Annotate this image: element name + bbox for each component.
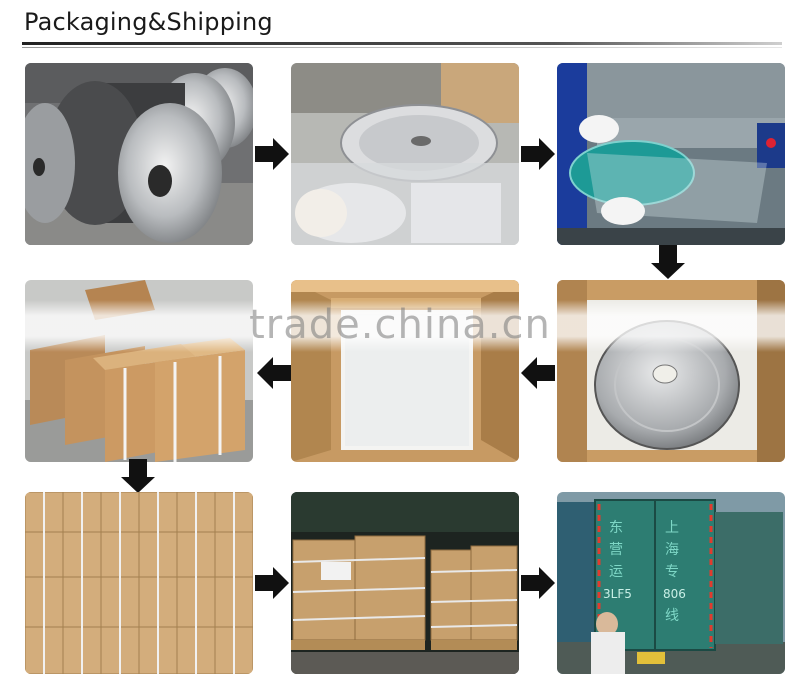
arrow-left-icon [257, 357, 291, 389]
truck-char: 运 [609, 564, 623, 580]
photo-many-boxes [25, 492, 253, 674]
photo-blade-in-plastic-bag [291, 63, 519, 245]
truck-char: 专 [665, 564, 679, 580]
truck-code: 806 [663, 587, 686, 601]
truck-char: 营 [609, 542, 623, 558]
arrow-right-icon [521, 138, 555, 170]
photo-stacked-saw-blades [25, 63, 253, 245]
title-underline [22, 42, 782, 45]
truck-code: 3LF5 [603, 587, 632, 601]
arrow-right-icon [521, 567, 555, 599]
arrow-right-icon [255, 567, 289, 599]
watermark-band [0, 300, 800, 352]
photo-loading-truck: 东 营 运 上 海 专 线 3LF5 806 [557, 492, 785, 674]
truck-char: 上 [665, 520, 679, 536]
page-title: Packaging&Shipping [24, 8, 273, 36]
photo-blade-shrink-wrap-machine [557, 63, 785, 245]
photo-pallets-in-warehouse [291, 492, 519, 674]
watermark-text: trade.china.cn [249, 302, 551, 348]
arrow-left-icon [521, 357, 555, 389]
truck-char: 东 [609, 520, 623, 536]
truck-char: 海 [665, 542, 679, 558]
arrow-down-icon [121, 459, 155, 493]
title-underline-thin [22, 47, 782, 48]
arrow-down-icon [651, 245, 685, 279]
arrow-right-icon [255, 138, 289, 170]
truck-char: 线 [665, 608, 679, 624]
